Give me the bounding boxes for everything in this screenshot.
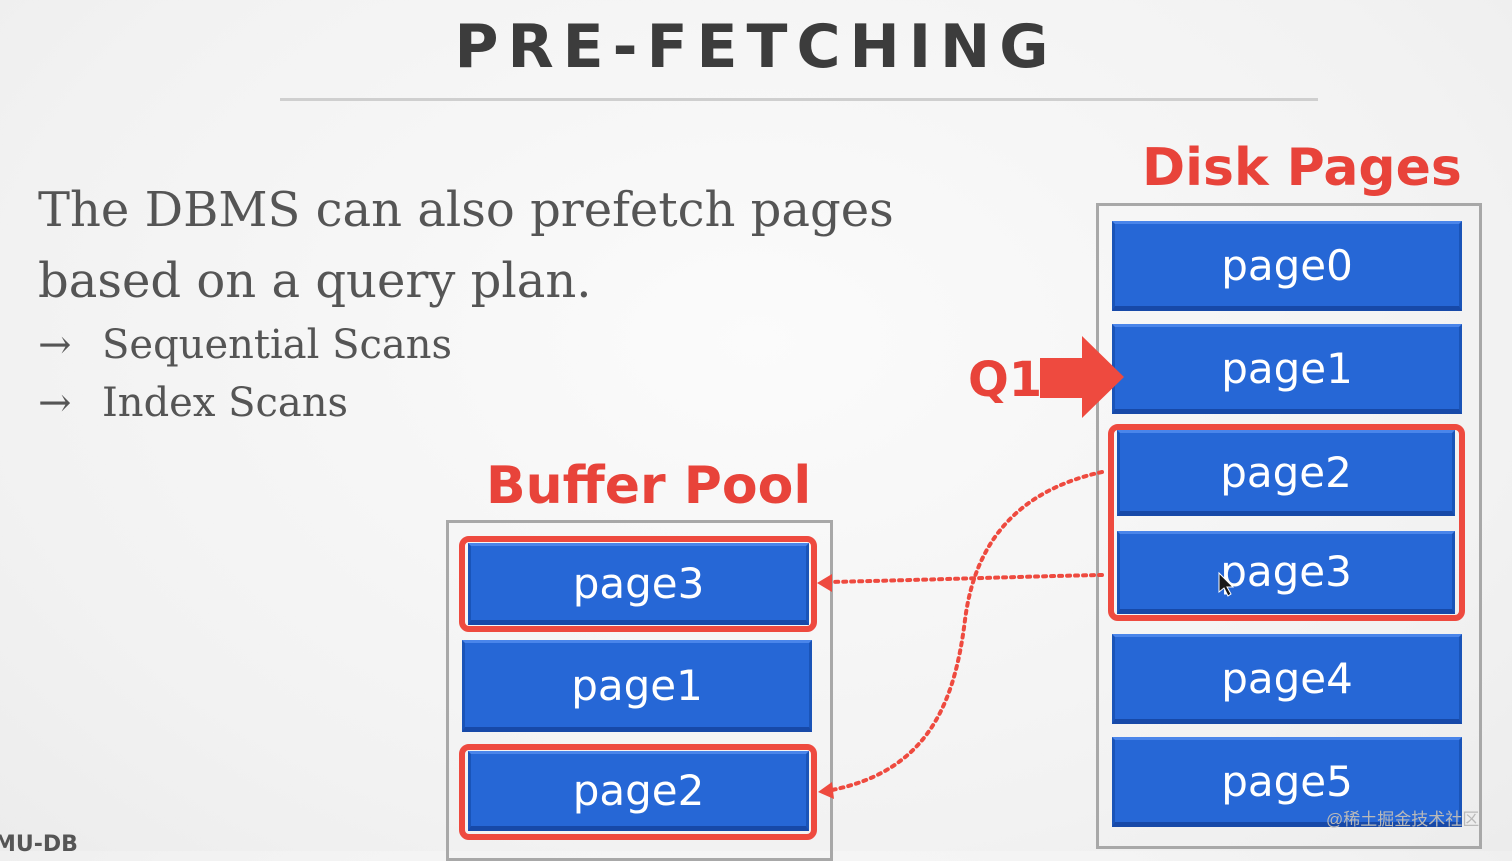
query-pointer-arrow-icon [1040,336,1124,418]
bullet-label: Sequential Scans [102,322,453,368]
slide-title: PRE-FETCHING [454,12,1058,82]
title-divider [280,98,1318,101]
disk-page-2: page2 [1117,430,1455,516]
disk-page-5: page5 [1112,737,1462,827]
arrow-right-icon: → [38,380,72,426]
prefetch-arrow-page2 [830,470,1104,792]
arrow-right-icon: → [38,322,72,368]
body-text-line-2: based on a query plan. [38,253,592,309]
bullet-index-scans: → Index Scans [38,380,348,426]
buffer-slot-3-highlight [459,744,817,840]
disk-prefetch-highlight [1108,424,1465,621]
disk-pages-heading: Disk Pages [1142,138,1462,198]
course-logo: MU-DB [0,832,78,857]
buffer-slot-1-highlight [459,536,817,632]
buffer-page-slot-2: page1 [462,640,812,732]
query-q1-label: Q1 [968,352,1043,408]
disk-page-4: page4 [1112,634,1462,724]
watermark: @稀土掘金技术社区 [1326,810,1480,829]
buffer-pool-heading: Buffer Pool [486,456,812,516]
disk-page-1: page1 [1112,324,1462,414]
bullet-label: Index Scans [102,380,349,426]
disk-page-0: page0 [1112,221,1462,311]
bullet-sequential-scans: → Sequential Scans [38,322,452,368]
body-text-line-1: The DBMS can also prefetch pages [38,182,894,238]
buffer-page-slot-3: page2 [468,751,809,831]
prefetch-arrow-page3 [828,573,1104,584]
disk-pages-frame [1096,203,1482,849]
disk-page-3: page3 [1117,531,1455,614]
prefetch-arrowhead-page2 [818,782,834,799]
buffer-page-slot-1: page3 [468,543,809,625]
mouse-cursor-icon [1218,571,1235,597]
prefetch-arrowhead-page3 [817,574,832,592]
